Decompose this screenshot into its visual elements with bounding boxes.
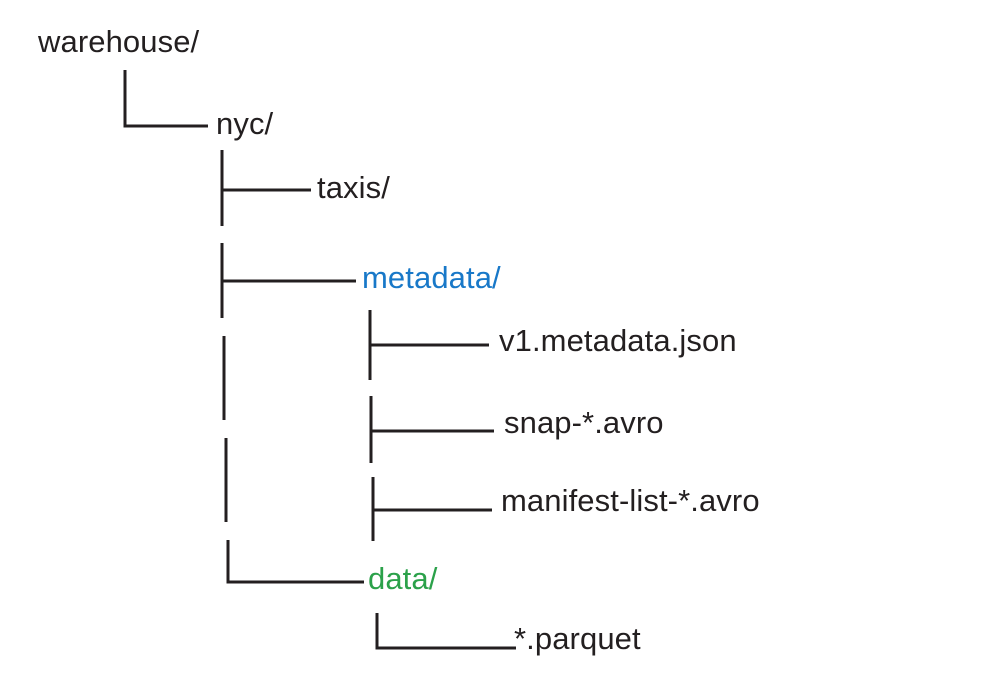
tree-node-metadata: metadata/ [362, 260, 501, 295]
connector-nyc-data [226, 540, 364, 584]
tree-node-parquet: *.parquet [514, 621, 641, 656]
tree-node-warehouse: warehouse/ [38, 24, 200, 59]
tree-node-snap: snap-*.avro [504, 405, 664, 440]
connector-warehouse-nyc [123, 70, 208, 128]
tree-node-v1metadata: v1.metadata.json [499, 323, 737, 358]
tree-node-nyc: nyc/ [216, 106, 274, 141]
connector-data-parquet [375, 613, 516, 650]
tree-node-data: data/ [368, 561, 438, 596]
tree-node-taxis: taxis/ [317, 170, 390, 205]
tree-node-manifestlist: manifest-list-*.avro [501, 483, 760, 518]
